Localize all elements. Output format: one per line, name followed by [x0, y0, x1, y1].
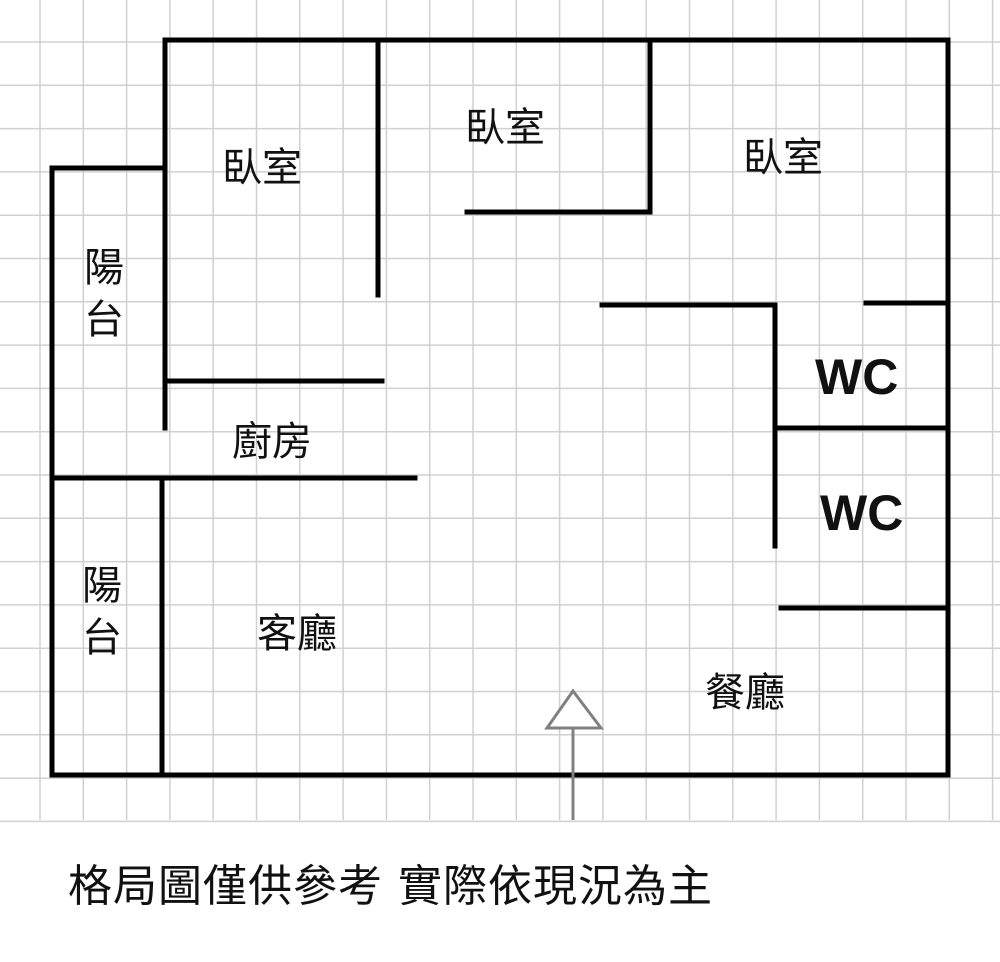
label-living-room: 客廳: [257, 611, 337, 657]
label-bedroom-right: 臥室: [743, 135, 823, 181]
grid: [0, 0, 1000, 823]
disclaimer-note: 格局圖僅供參考 實際依現況為主: [68, 861, 713, 912]
label-balcony-bottom: 陽 台: [80, 560, 124, 664]
balcony-top-char-2: 台: [84, 297, 124, 343]
label-bedroom-left: 臥室: [222, 145, 302, 191]
label-dining-room: 餐廳: [705, 670, 785, 716]
walls: [49, 37, 951, 778]
balcony-top-char-1: 陽: [84, 245, 124, 291]
entrance-arrow: [544, 688, 605, 820]
label-kitchen: 廚房: [232, 419, 312, 465]
balcony-bottom-char-1: 陽: [82, 563, 122, 609]
label-wc-top: WC: [815, 349, 899, 405]
balcony-bottom-char-2: 台: [82, 615, 122, 661]
label-balcony-top: 陽 台: [82, 242, 126, 346]
label-bedroom-middle: 臥室: [465, 105, 545, 151]
label-wc-bottom: WC: [820, 485, 904, 541]
entrance-arrow-head: [544, 688, 605, 730]
